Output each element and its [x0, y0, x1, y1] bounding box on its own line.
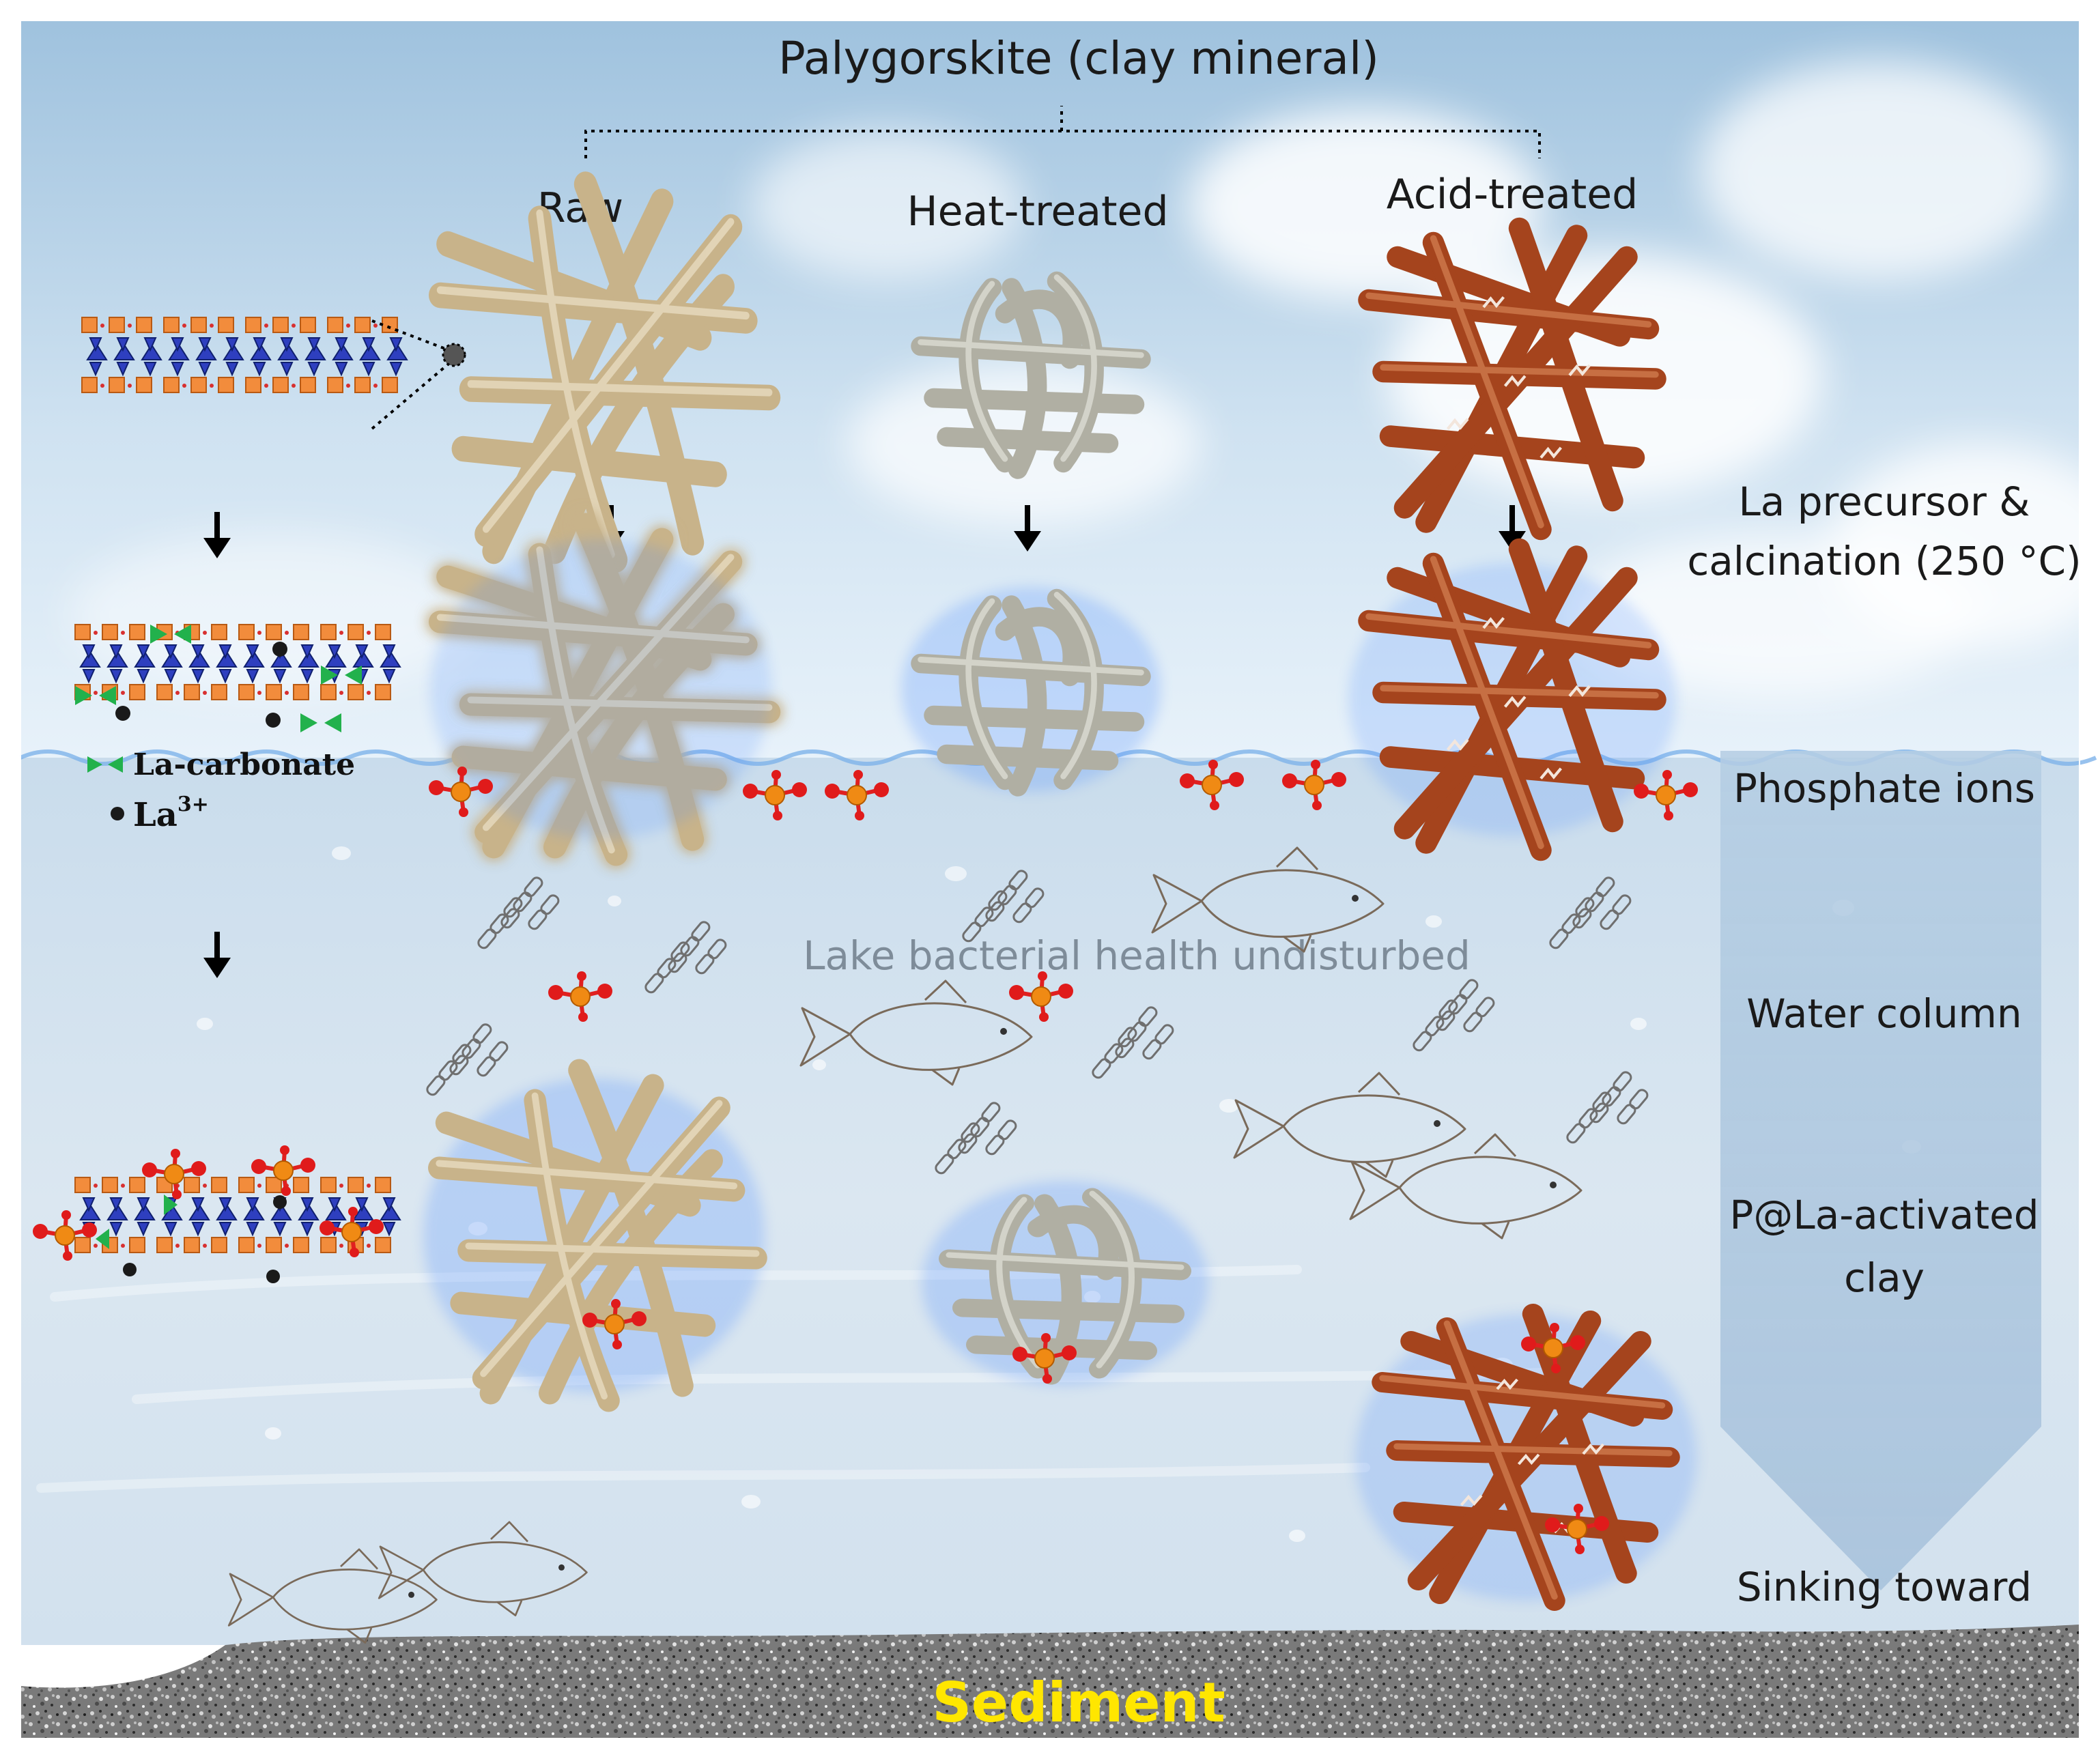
crystal-structure-phosphate — [74, 1177, 401, 1283]
title-bracket — [584, 106, 1541, 158]
legend-la-label: La — [133, 796, 178, 834]
sediment-layer — [20, 1625, 2080, 1739]
stage-label-sinking: Sinking toward — [1737, 1564, 2032, 1610]
legend-carbonate-label: La-carbonate — [133, 747, 355, 782]
raw-fiber-phosphate-bound — [423, 1070, 765, 1401]
stage-label-activated-2: clay — [1844, 1255, 1925, 1301]
acid-fiber-phosphate-bound — [1355, 1314, 1697, 1601]
zoom-spot — [442, 343, 466, 367]
sinking-direction-band — [1720, 751, 2041, 1590]
heat-fiber-la-loaded — [901, 587, 1161, 792]
raw-glow — [430, 539, 771, 840]
la-ion-icon — [111, 807, 124, 820]
la-carbonate-icon — [87, 756, 123, 773]
acid-fiber-la-loaded — [1348, 549, 1676, 850]
diagram-title: Palygorskite (clay mineral) — [778, 32, 1379, 85]
stage-label-phosphate: Phosphate ions — [1733, 765, 2035, 812]
heat-fiber-phosphate-bound — [922, 1181, 1208, 1386]
legend-la-superscript: 3+ — [178, 792, 209, 816]
sediment-label: Sediment — [932, 1671, 1225, 1734]
svg-text:La3+: La3+ — [133, 792, 209, 834]
lake-health-note: Lake bacterial health undisturbed — [803, 932, 1471, 979]
image-frame — [20, 20, 2080, 1739]
stage-label-activated-1: P@La-activated — [1729, 1192, 2039, 1238]
stage-label-precursor-2: calcination (250 °C) — [1687, 538, 2081, 584]
stage-label-precursor-1: La precursor & — [1738, 478, 2030, 525]
legend: La-carbonate La3+ — [87, 747, 355, 834]
column-header-acid: Acid-treated — [1387, 171, 1638, 218]
stage-label-water: Water column — [1746, 990, 2021, 1037]
column-header-heat: Heat-treated — [907, 188, 1168, 235]
crystal-structure-la — [74, 624, 401, 732]
zoom-lines — [371, 319, 454, 430]
